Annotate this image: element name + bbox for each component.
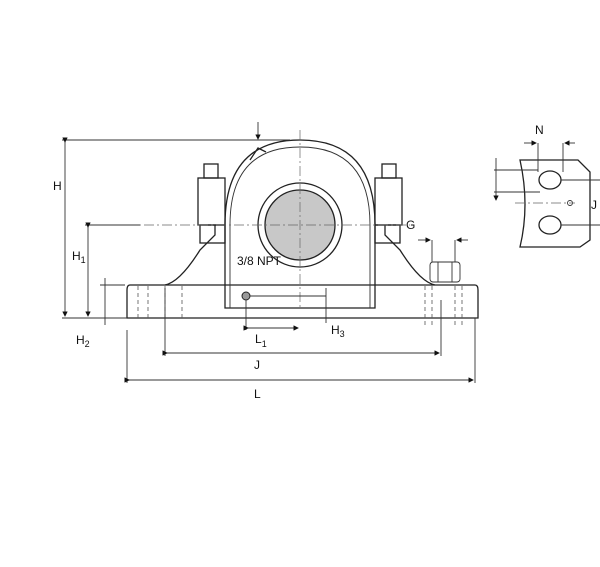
detail-view <box>493 140 600 248</box>
nut <box>429 261 461 283</box>
bore <box>90 130 410 310</box>
label-H: H <box>53 179 62 193</box>
label-H2: H2 <box>76 333 90 349</box>
label-npt: 3/8 NPT <box>237 254 282 268</box>
label-G: G <box>406 218 415 232</box>
grease-fitting <box>249 147 267 161</box>
label-J: J <box>254 358 260 372</box>
dimensions <box>62 122 476 383</box>
bolt-head-right <box>381 163 397 179</box>
label-N: N <box>535 123 544 137</box>
label-L: L <box>254 387 261 401</box>
npt-port <box>241 291 251 301</box>
base-plate <box>126 284 479 325</box>
label-J-detail: J <box>591 198 597 212</box>
label-H3: H3 <box>331 323 345 339</box>
bolt-head-left <box>203 163 219 179</box>
label-H1: H1 <box>72 249 86 265</box>
label-L1: L1 <box>255 332 267 349</box>
